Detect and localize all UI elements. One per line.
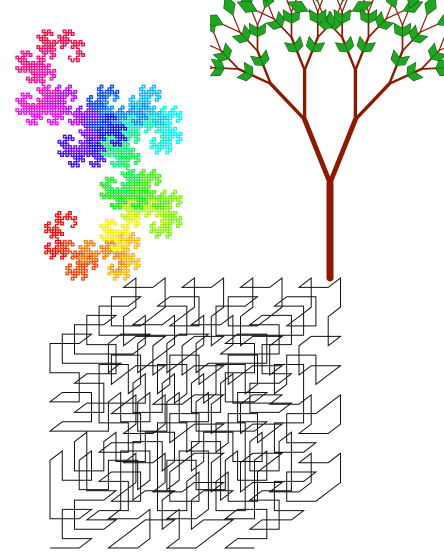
fractal-tree-figure: [210, 0, 444, 290]
hilbert-curve-path: [50, 278, 341, 548]
leaf: [425, 0, 437, 15]
tree-leaves: [210, 0, 444, 83]
dragon-curve-figure: [0, 0, 210, 290]
leaf: [210, 15, 223, 26]
branch: [342, 0, 349, 12]
branch: [311, 0, 318, 12]
branch: [330, 120, 355, 184]
branch: [396, 8, 403, 25]
leaf: [436, 68, 444, 76]
leaf: [402, 23, 410, 37]
dragon-segment: [16, 43, 56, 82]
leaf: [437, 15, 444, 26]
branch: [258, 8, 265, 25]
leaf: [369, 10, 377, 24]
leaf: [342, 10, 350, 24]
leaf: [283, 10, 291, 24]
leaf: [386, 0, 398, 8]
leaf: [224, 0, 236, 15]
leaf: [394, 23, 402, 37]
leaf: [210, 68, 224, 76]
branch: [271, 84, 305, 120]
branch: [305, 120, 330, 184]
leaf: [237, 1, 257, 12]
leaf: [309, 10, 317, 24]
leaf: [258, 23, 266, 37]
leaf: [249, 23, 257, 37]
dragon-segment: [129, 85, 168, 124]
leaf: [262, 0, 274, 8]
branch: [355, 84, 389, 120]
hilbert-cube-figure: [40, 270, 420, 556]
dragon-curve-path-group: [16, 30, 182, 280]
dragon-segment: [129, 170, 168, 209]
